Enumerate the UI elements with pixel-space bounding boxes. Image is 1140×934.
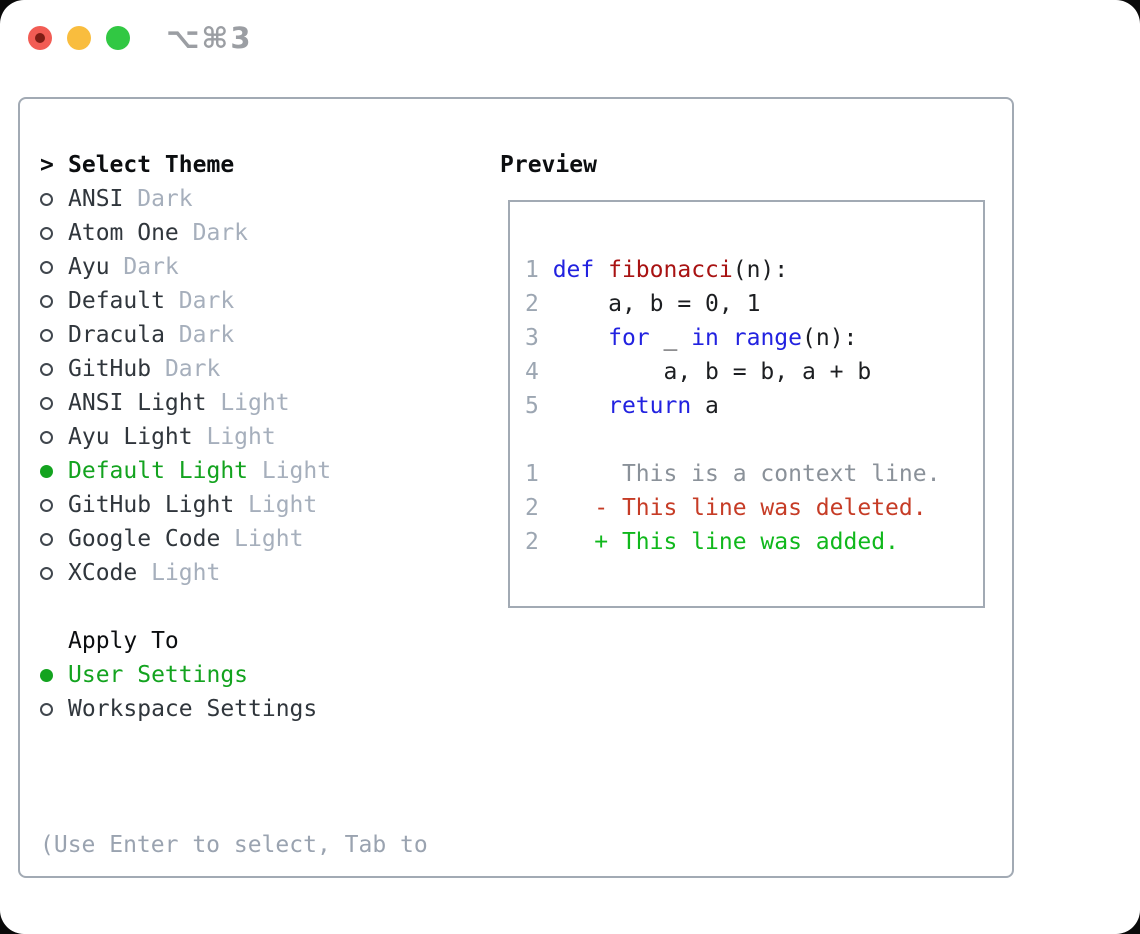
option-label: Ayu Light xyxy=(68,424,193,450)
theme-variant-label: Light xyxy=(192,424,276,450)
code-line: 2 - This line was deleted. xyxy=(525,495,927,521)
hint-line-1: (Use Enter to select, Tab to xyxy=(40,832,428,858)
keyboard-hint: (Use Enter to select, Tab to change focu… xyxy=(40,760,428,934)
radio-unselected-icon xyxy=(40,424,68,450)
option-label: Dracula xyxy=(68,322,165,348)
theme-option[interactable]: Default Light Light xyxy=(40,454,428,488)
theme-variant-label: Dark xyxy=(178,220,249,246)
option-label: GitHub xyxy=(68,356,152,382)
radio-unselected-icon xyxy=(40,356,68,382)
code-line xyxy=(525,423,983,457)
radio-unselected-icon xyxy=(40,492,68,518)
theme-variant-label: Dark xyxy=(123,186,193,212)
theme-option[interactable]: Ayu Light Light xyxy=(40,420,428,454)
code-line: 2 a, b = 0, 1 xyxy=(525,291,761,317)
select-theme-heading: > Select Theme xyxy=(40,148,428,182)
radio-unselected-icon xyxy=(40,254,68,280)
theme-option[interactable]: Ayu Dark xyxy=(40,250,428,284)
code-preview: 1 def fibonacci(n): 2 a, b = 0, 1 3 for _ … xyxy=(525,253,983,559)
theme-option[interactable]: XCode Light xyxy=(40,556,428,590)
theme-option[interactable]: Dracula Dark xyxy=(40,318,428,352)
apply-to-title: Apply To xyxy=(68,628,179,654)
apply-to-option[interactable]: User Settings xyxy=(40,658,428,692)
radio-unselected-icon xyxy=(40,322,68,348)
theme-variant-label: Light xyxy=(206,390,290,416)
theme-option[interactable]: ANSI Dark xyxy=(40,182,428,216)
window-shortcut-label: ⌥⌘3 xyxy=(166,21,253,55)
option-label: Ayu xyxy=(68,254,110,280)
code-line: 2 + This line was added. xyxy=(525,529,899,555)
option-label: GitHub Light xyxy=(68,492,235,518)
hint-line-2: change focus) xyxy=(40,930,428,934)
option-label: Atom One xyxy=(68,220,179,246)
apply-to-heading: Apply To xyxy=(40,624,428,658)
option-label: User Settings xyxy=(68,662,249,688)
preview-box: 1 def fibonacci(n): 2 a, b = 0, 1 3 for _ … xyxy=(508,200,985,608)
theme-variant-label: Dark xyxy=(164,322,235,348)
code-line: 4 a, b = b, a + b xyxy=(525,359,872,385)
preview-column: Preview xyxy=(500,148,597,182)
radio-selected-icon xyxy=(40,458,68,484)
theme-variant-label: Dark xyxy=(151,356,221,382)
option-label: ANSI xyxy=(68,186,124,212)
theme-variant-label: Dark xyxy=(164,288,235,314)
minimize-button[interactable] xyxy=(67,26,91,50)
radio-unselected-icon xyxy=(40,288,68,314)
zoom-button[interactable] xyxy=(106,26,130,50)
option-label: Default xyxy=(68,288,165,314)
option-label: Google Code xyxy=(68,526,221,552)
theme-option[interactable]: Default Dark xyxy=(40,284,428,318)
close-button[interactable] xyxy=(28,26,52,50)
radio-unselected-icon xyxy=(40,696,68,722)
preview-heading: Preview xyxy=(500,152,597,178)
theme-variant-label: Light xyxy=(248,458,332,484)
apply-to-option[interactable]: Workspace Settings xyxy=(40,692,428,726)
traffic-lights xyxy=(28,26,130,50)
select-theme-title: Select Theme xyxy=(68,152,235,178)
theme-option[interactable]: GitHub Dark xyxy=(40,352,428,386)
radio-unselected-icon xyxy=(40,186,68,212)
theme-variant-label: Light xyxy=(234,492,318,518)
option-label: Default Light xyxy=(68,458,249,484)
theme-variant-label: Dark xyxy=(109,254,179,280)
radio-unselected-icon xyxy=(40,220,68,246)
option-label: ANSI Light xyxy=(68,390,207,416)
radio-selected-icon xyxy=(40,662,68,688)
theme-variant-label: Light xyxy=(220,526,304,552)
theme-option[interactable]: ANSI Light Light xyxy=(40,386,428,420)
code-line: 5 return a xyxy=(525,393,719,419)
theme-option[interactable]: GitHub Light Light xyxy=(40,488,428,522)
theme-variant-label: Light xyxy=(137,560,221,586)
code-line: 3 for _ in range(n): xyxy=(525,325,858,351)
theme-option[interactable]: Atom One Dark xyxy=(40,216,428,250)
code-line: 1 def fibonacci(n): xyxy=(525,257,789,283)
radio-unselected-icon xyxy=(40,560,68,586)
prompt-caret: > xyxy=(40,152,54,178)
radio-unselected-icon xyxy=(40,390,68,416)
theme-option[interactable]: Google Code Light xyxy=(40,522,428,556)
radio-unselected-icon xyxy=(40,526,68,552)
code-line: 1 This is a context line. xyxy=(525,461,941,487)
option-label: Workspace Settings xyxy=(68,696,318,722)
option-label: XCode xyxy=(68,560,138,586)
